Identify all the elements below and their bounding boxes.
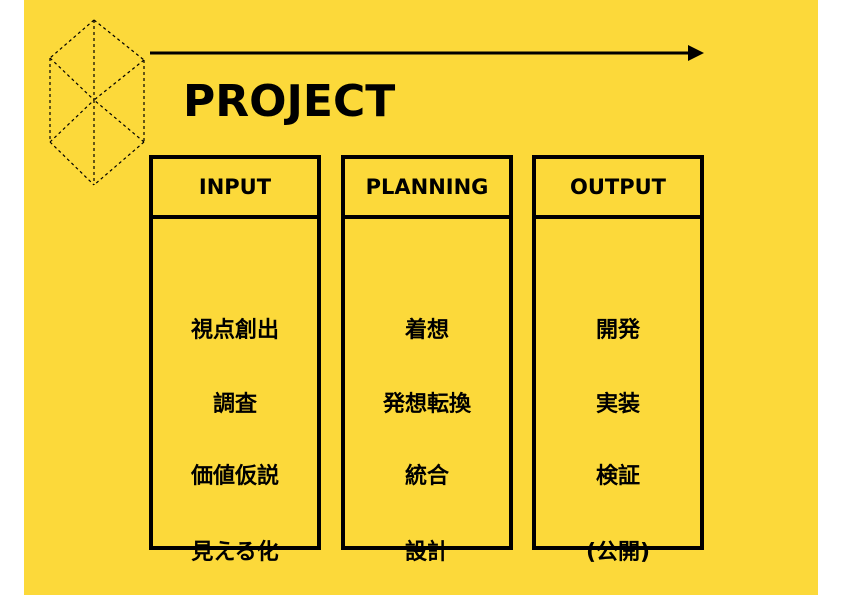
column-output: OUTPUT 開発 実装 検証 (公開) bbox=[532, 155, 704, 565]
timeline-arrow bbox=[150, 45, 704, 61]
column-item: 統合 bbox=[404, 464, 449, 489]
column-item: 見える化 bbox=[191, 540, 279, 565]
column-item: 価値仮説 bbox=[190, 464, 279, 489]
page-title: PROJECT bbox=[183, 76, 396, 127]
column-header: PLANNING bbox=[345, 159, 509, 219]
column-planning: PLANNING 着想 発想転換 統合 設計 bbox=[341, 155, 513, 565]
diagram-panel bbox=[24, 0, 818, 595]
column-item: 実装 bbox=[595, 392, 640, 417]
column-item: 開発 bbox=[595, 318, 640, 343]
column-item: 調査 bbox=[212, 392, 257, 417]
column-item: 視点創出 bbox=[190, 318, 279, 343]
hexagonal-prism-dashed-icon bbox=[49, 19, 145, 186]
column-item: 検証 bbox=[595, 464, 640, 489]
column-item: 着想 bbox=[404, 318, 449, 343]
column-input: INPUT 視点創出 調査 価値仮説 見える化 bbox=[149, 155, 321, 565]
column-header: OUTPUT bbox=[536, 159, 700, 219]
column-header: INPUT bbox=[153, 159, 317, 219]
column-item: 設計 bbox=[404, 540, 449, 565]
column-item: 発想転換 bbox=[382, 392, 471, 417]
column-item: (公開) bbox=[585, 540, 651, 565]
